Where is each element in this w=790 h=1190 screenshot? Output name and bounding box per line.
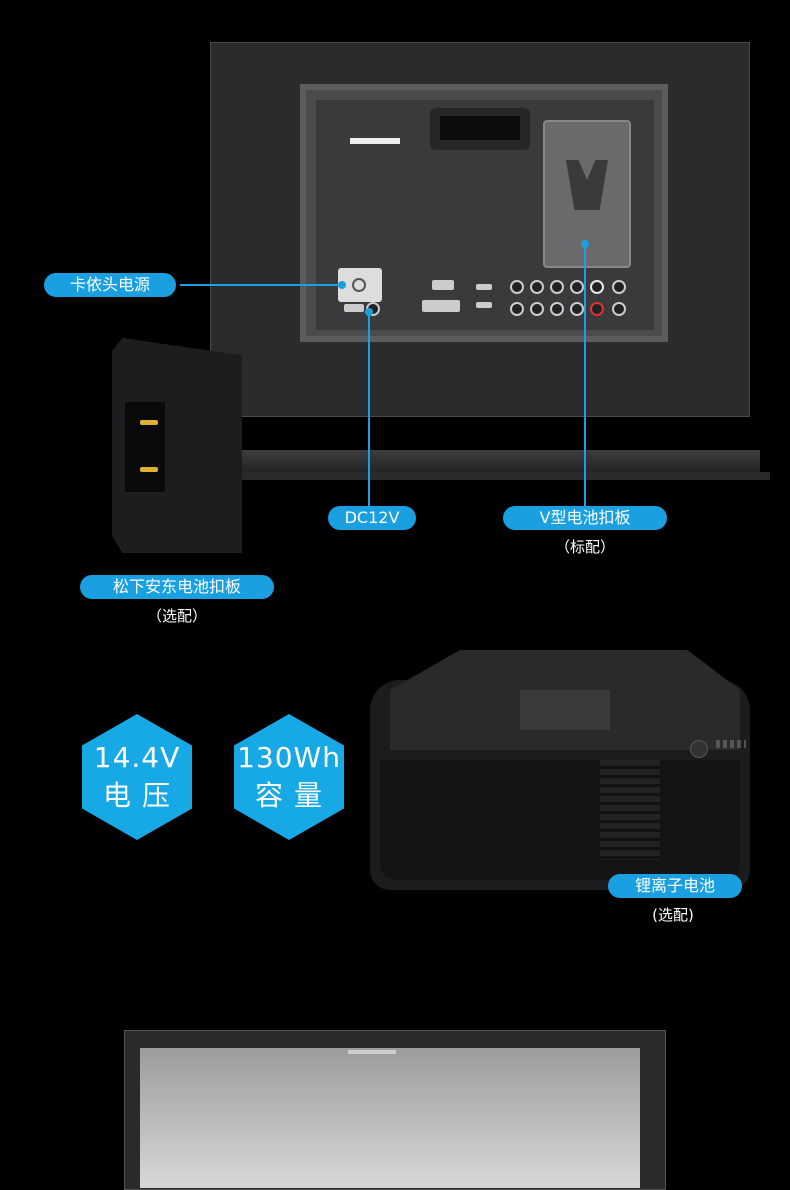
bnc-port: [550, 302, 564, 316]
bnc-port: [510, 302, 524, 316]
callout-dot: [581, 240, 589, 248]
battery-check-button: [690, 740, 708, 758]
rs-port: [432, 280, 454, 290]
stand-base: [200, 472, 770, 480]
stand-bar: [240, 450, 760, 476]
bnc-port: [590, 280, 604, 294]
bnc-port: [612, 280, 626, 294]
label-li-battery: 锂离子电池: [608, 874, 742, 898]
label-anton-power: 卡依头电源: [44, 273, 176, 297]
bnc-port: [590, 302, 604, 316]
dvi-port: [422, 300, 460, 312]
bnc-port: [612, 302, 626, 316]
anton-plate-slot: [125, 402, 165, 492]
bnc-port: [530, 302, 544, 316]
battery-v-clip: [520, 690, 610, 730]
battery-side: [380, 760, 740, 880]
battery-level-leds: [716, 740, 746, 748]
hdmi-in-port: [476, 284, 492, 290]
front-logo-bar: [348, 1050, 396, 1054]
label-v-mount-note: （标配）: [554, 538, 615, 556]
bnc-port: [530, 280, 544, 294]
rear-logo-bar: [350, 138, 400, 144]
battery-grip-ribs: [600, 760, 660, 860]
label-panasonic-plate: 松下安东电池扣板: [80, 575, 274, 599]
bnc-port: [510, 280, 524, 294]
gold-contact: [140, 420, 158, 425]
callout-dot: [365, 308, 373, 316]
spec-capacity-hexagon: 130Wh 容 量: [234, 714, 344, 840]
spec-capacity-value: 130Wh: [237, 741, 341, 774]
bnc-port: [570, 280, 584, 294]
bnc-port: [550, 280, 564, 294]
spec-voltage-value: 14.4V: [93, 741, 181, 774]
monitor-screen: [140, 1048, 640, 1188]
label-v-mount: V型电池扣板: [503, 506, 667, 530]
label-panasonic-plate-note: （选配）: [146, 607, 207, 625]
spec-voltage-name: 电 压: [103, 779, 171, 812]
gold-contact: [140, 467, 158, 472]
callout-dot: [338, 281, 346, 289]
power-switch-icon: [352, 278, 366, 292]
dc-port-label: [344, 304, 364, 312]
callout-line: [368, 312, 370, 506]
callout-line: [584, 244, 586, 506]
spec-voltage-hexagon: 14.4V 电 压: [82, 714, 192, 840]
label-li-battery-note: (选配): [652, 906, 694, 924]
hdmi-out-port: [476, 302, 492, 308]
bnc-port: [570, 302, 584, 316]
spec-capacity-name: 容 量: [255, 779, 323, 812]
callout-line: [180, 284, 342, 286]
carry-handle-hole: [440, 116, 520, 140]
label-dc: DC12V: [328, 506, 416, 530]
